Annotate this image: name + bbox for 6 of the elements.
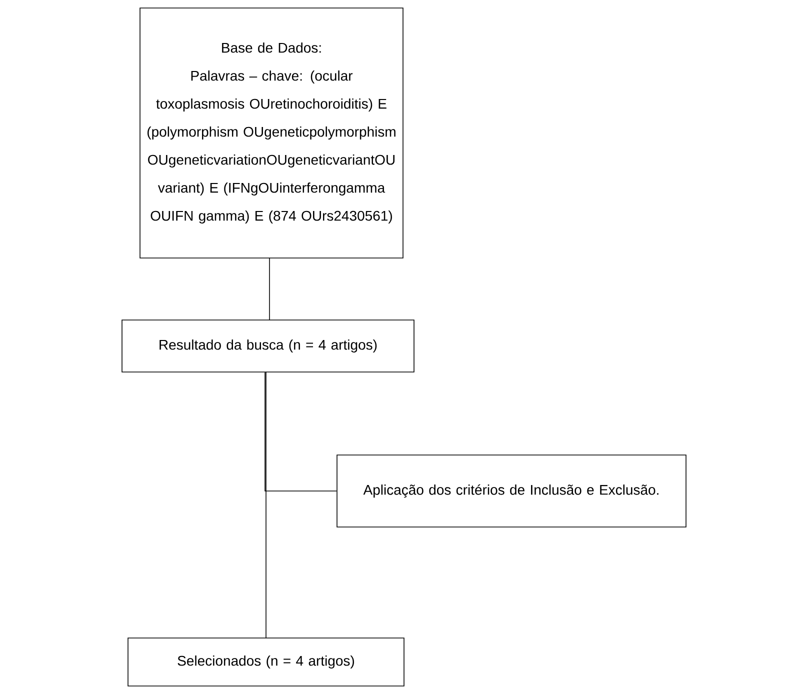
process-box: Selecionados (n = 4 artigos) — [128, 638, 404, 686]
connector-line — [269, 258, 270, 320]
process-box: Resultado da busca (n = 4 artigos) — [122, 320, 414, 372]
process-box: Base de Dados: Palavras – chave: (ocular toxoplasmosis OUretinochoroiditis) E (polymorphism OUgeneticpolymorphism OUgeneticvariationOUgeneticvariantOU variant) E (IFNgOUinterferongamma OUIFN gamma) E (874 OUrs2430561) — [140, 8, 404, 258]
process-box: Aplicação dos critérios de Inclusão e Exclusão. — [336, 454, 686, 528]
connector-line — [264, 372, 337, 492]
